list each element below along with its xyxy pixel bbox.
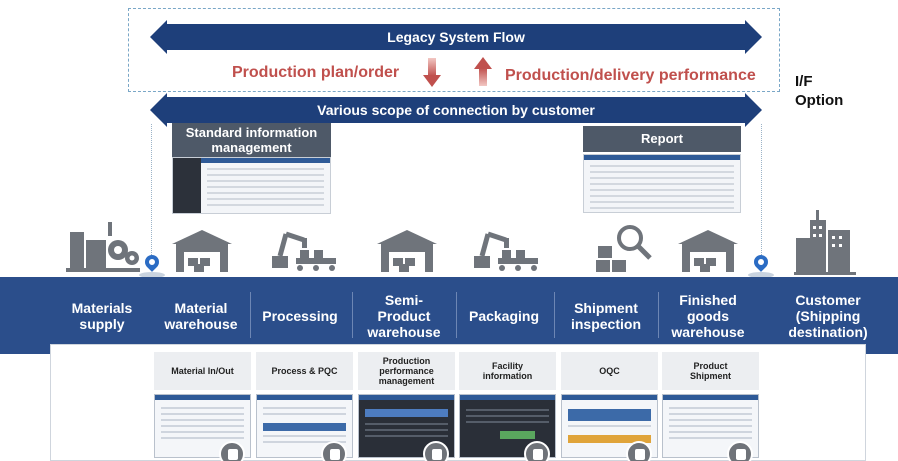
production-performance-label: Production/delivery performance [505, 67, 756, 84]
stage-processing: Processing [262, 307, 338, 324]
standard-info-screenshot [172, 157, 331, 214]
production-plan-label: Production plan/order [232, 64, 400, 81]
system-screenshot [358, 394, 455, 458]
device-badge-icon [524, 441, 550, 461]
system-card-oqc[interactable]: OQC [561, 352, 658, 461]
right-guide-line [761, 124, 762, 259]
stage-finished-goods-warehouse: Finished goods warehouse [671, 291, 745, 340]
legacy-flow-label: Legacy System Flow [387, 29, 525, 45]
system-label: OQC [561, 352, 658, 390]
device-badge-icon [219, 441, 245, 461]
system-label: Facility information [459, 352, 556, 390]
interface-line1: I/F [795, 73, 813, 90]
stage-material-warehouse: Material warehouse [164, 299, 238, 332]
device-badge-icon [423, 441, 449, 461]
city-building-icon [794, 210, 856, 275]
system-label: Product Shipment [662, 352, 759, 390]
system-label: Material In/Out [154, 352, 251, 390]
device-badge-icon [321, 441, 347, 461]
warehouse-icon [172, 230, 232, 272]
system-card-production-performance[interactable]: Production performance management [358, 352, 455, 461]
report-label: Report [641, 131, 683, 146]
report-screenshot [583, 154, 741, 213]
stage-materials-supply: Materials supply [71, 299, 133, 332]
stage-separator [554, 292, 555, 338]
legacy-flow-arrow: Legacy System Flow [150, 20, 762, 54]
legacy-system-box [128, 8, 780, 92]
magnifier-boxes-icon [596, 225, 652, 272]
stage-shipment-inspection: Shipment inspection [570, 299, 641, 332]
up-arrow-icon [474, 57, 492, 86]
robot-arm-icon [272, 231, 336, 271]
stage-packaging: Packaging [468, 307, 540, 324]
factory-icon [66, 222, 140, 272]
interface-option-label: I/F Option [795, 72, 843, 110]
system-label: Process & PQC [256, 352, 353, 390]
robot-arm-icon [474, 231, 538, 271]
report-header: Report [583, 126, 741, 152]
warehouse-icon [377, 230, 437, 272]
stage-semi-product-warehouse: Semi- Product warehouse [367, 291, 441, 340]
device-badge-icon [626, 441, 652, 461]
system-card-facility-information[interactable]: Facility information [459, 352, 556, 461]
connection-scope-arrow: Various scope of connection by customer [150, 93, 762, 127]
stage-customer: Customer (Shipping destination) [788, 291, 868, 340]
location-pin-icon [142, 252, 162, 272]
process-band [0, 277, 898, 354]
system-label: Production performance management [358, 352, 455, 390]
standard-info-header: Standard information management [172, 123, 331, 157]
system-card-product-shipment[interactable]: Product Shipment [662, 352, 759, 461]
down-arrow-icon [423, 58, 441, 87]
connection-scope-label: Various scope of connection by customer [317, 102, 595, 118]
interface-line2: Option [795, 92, 844, 109]
stage-separator [456, 292, 457, 338]
stage-separator [352, 292, 353, 338]
location-pin-icon [751, 252, 771, 272]
stage-separator [250, 292, 251, 338]
device-badge-icon [727, 441, 753, 461]
system-card-material-in-out[interactable]: Material In/Out [154, 352, 251, 461]
pin-base [139, 272, 165, 278]
system-card-process-pqc[interactable]: Process & PQC [256, 352, 353, 461]
stage-separator [658, 292, 659, 338]
warehouse-icon [678, 230, 738, 272]
standard-info-label: Standard information management [185, 125, 318, 155]
pin-base [748, 272, 774, 278]
left-guide-line [151, 124, 152, 259]
